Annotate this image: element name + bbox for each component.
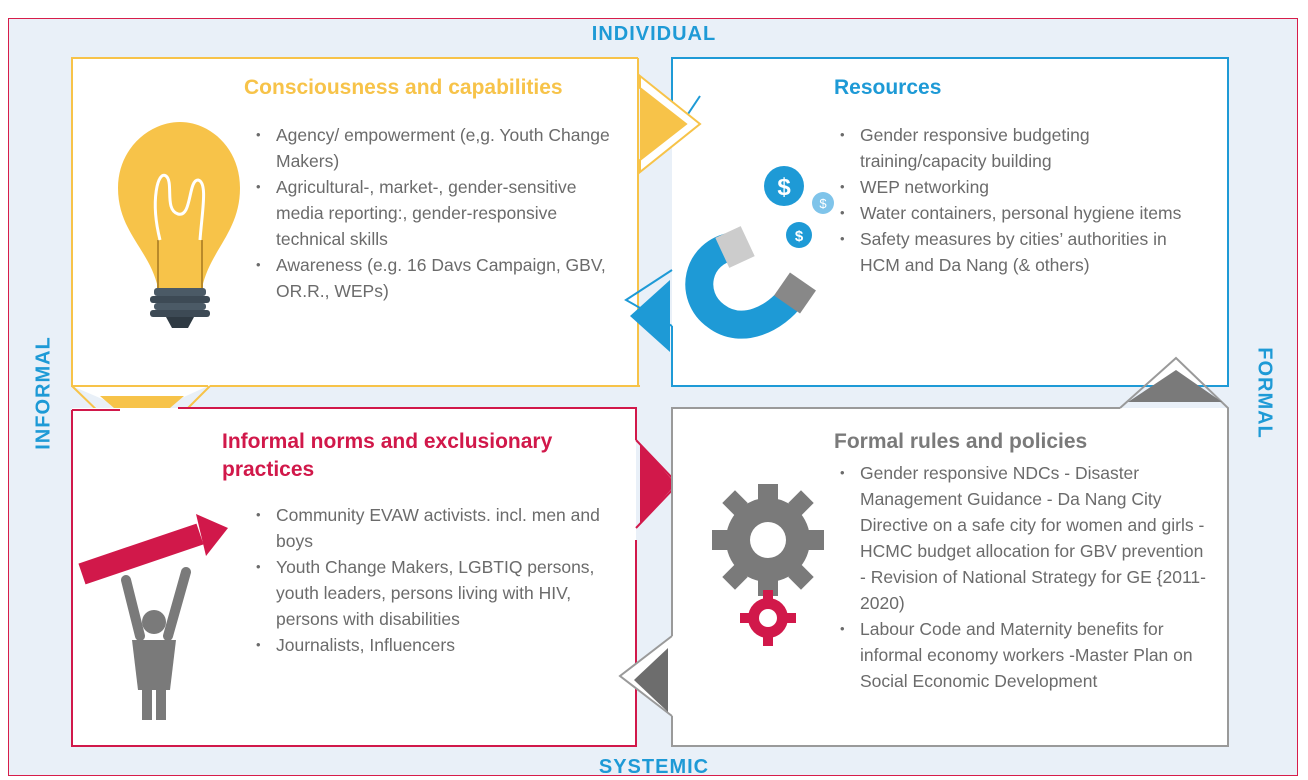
formal-rules-title: Formal rules and policies xyxy=(834,430,1088,453)
informal-norms-title-line1: Informal norms and exclusionary xyxy=(222,430,553,453)
consciousness-title: Consciousness and capabilities xyxy=(244,76,563,99)
informal-norms-list: Community EVAW activists. incl. men and … xyxy=(250,502,620,658)
magnet-coins-icon: $ $ $ xyxy=(685,166,834,339)
list-item: Gender responsive budgeting training/cap… xyxy=(834,122,1206,174)
informal-norms-title: Informal norms and exclusionary practice… xyxy=(222,428,552,484)
list-item: Journalists, Influencers xyxy=(250,632,620,658)
blue-arrow-left xyxy=(630,280,670,352)
gray-arrow-up xyxy=(1128,370,1222,402)
consciousness-list: Agency/ empowerment (e,g. Youth Change M… xyxy=(250,122,610,304)
svg-text:$: $ xyxy=(777,174,791,201)
list-item: Awareness (e.g. 16 Davs Campaign, GBV, O… xyxy=(250,252,610,304)
gears-icon xyxy=(712,484,824,646)
resources-list: Gender responsive budgeting training/cap… xyxy=(834,122,1206,278)
red-arrow-right xyxy=(640,444,676,524)
axis-label-informal: INFORMAL xyxy=(32,336,55,450)
resources-title: Resources xyxy=(834,76,942,99)
list-item: Labour Code and Maternity benefits for i… xyxy=(834,616,1214,694)
svg-text:$: $ xyxy=(795,228,804,245)
list-item: Youth Change Makers, LGBTIQ persons, you… xyxy=(250,554,620,632)
list-item: Gender responsive NDCs - Disaster Manage… xyxy=(834,460,1214,616)
list-item: Agricultural-, market-, gender-sensitive… xyxy=(250,174,610,252)
list-item: Safety measures by cities’ authorities i… xyxy=(834,226,1206,278)
formal-rules-list: Gender responsive NDCs - Disaster Manage… xyxy=(834,460,1214,694)
informal-norms-title-line2: practices xyxy=(222,458,315,481)
yellow-arrow-right xyxy=(640,82,692,166)
list-item: WEP networking xyxy=(834,174,1206,200)
list-item: Water containers, personal hygiene items xyxy=(834,200,1206,226)
svg-text:$: $ xyxy=(819,196,827,211)
axis-label-formal: FORMAL xyxy=(1253,347,1276,439)
gray-arrow-left xyxy=(634,648,668,712)
list-item: Community EVAW activists. incl. men and … xyxy=(250,502,620,554)
person-arrow-icon xyxy=(78,514,228,720)
lightbulb-icon xyxy=(118,122,240,328)
list-item: Agency/ empowerment (e,g. Youth Change M… xyxy=(250,122,610,174)
axis-label-systemic: SYSTEMIC xyxy=(598,756,710,778)
axis-label-individual: INDIVIDUAL xyxy=(591,23,717,45)
